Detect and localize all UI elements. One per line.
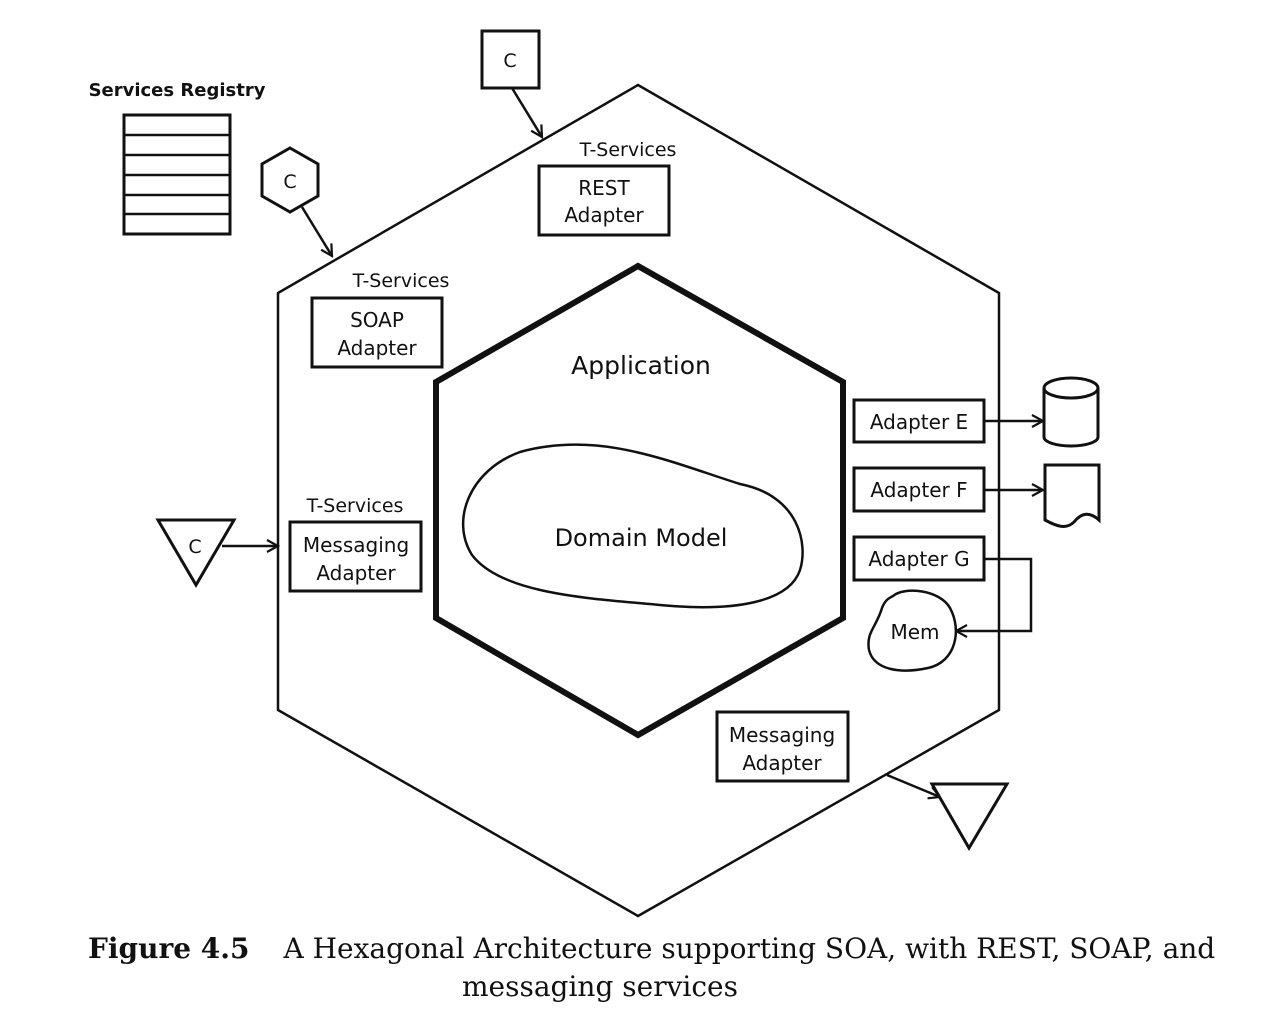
client-hexagon [260, 146, 320, 214]
caption-line-1: Figure 4.5 A Hexagonal Architecture suppo… [88, 932, 1215, 965]
caption-text-line2: messaging services [461, 970, 738, 1003]
rest-group-label: T-Services [579, 139, 677, 161]
messaging-left-line1: Messaging [303, 533, 409, 557]
rest-adapter-line2: Adapter [564, 203, 644, 227]
soap-adapter-line2: Adapter [337, 336, 417, 360]
adapter-g-label: Adapter G [868, 547, 969, 571]
client-square [480, 29, 541, 90]
messaging-left-group-label: T-Services [306, 495, 404, 517]
output-triangle [929, 782, 1010, 851]
soap-adapter-line1: SOAP [350, 308, 404, 332]
document-icon [1043, 463, 1101, 528]
domain-model-blob [462, 443, 804, 609]
figure-number: Figure 4.5 [88, 932, 250, 965]
application-label: Application [571, 351, 711, 380]
services-registry-title: Services Registry [89, 80, 266, 101]
mem-label: Mem [890, 620, 939, 644]
messaging-bottom-arrow [886, 773, 940, 797]
application-hexagon [433, 262, 846, 739]
rest-adapter-box [537, 164, 671, 237]
messaging-bottom-adapter-box [715, 710, 850, 783]
services-registry-table [122, 113, 232, 236]
soap-adapter-box [310, 296, 444, 369]
adapter-e-label: Adapter E [870, 410, 968, 434]
adapter-g-arrow [956, 557, 1033, 631]
client-triangle-label: C [188, 536, 201, 558]
soap-group-label: T-Services [352, 270, 450, 292]
messaging-left-line2: Adapter [316, 561, 396, 585]
caption-text-line1: A Hexagonal Architecture supporting SOA,… [283, 932, 1216, 965]
messaging-bottom-line1: Messaging [729, 723, 835, 747]
domain-model-label: Domain Model [555, 524, 728, 552]
adapter-f-label: Adapter F [870, 478, 967, 502]
database-icon [1042, 376, 1100, 448]
adapter-g-box [852, 535, 986, 582]
messaging-left-adapter-box [288, 520, 423, 593]
rest-adapter-line1: REST [578, 176, 630, 200]
client-hexagon-label: C [283, 171, 296, 193]
outer-hexagon [276, 83, 1001, 918]
messaging-bottom-line2: Adapter [742, 751, 822, 775]
client-square-arrow [510, 87, 542, 137]
mem-blob [867, 589, 958, 672]
client-hexagon-arrow [300, 206, 332, 256]
client-triangle [155, 518, 237, 588]
client-square-label: C [503, 50, 516, 72]
